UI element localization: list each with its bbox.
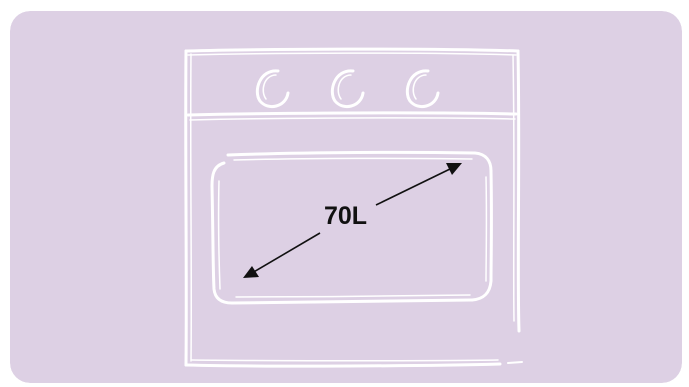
- capacity-arrow: [243, 163, 462, 278]
- oven-icon: [10, 11, 682, 383]
- oven-knob-middle: [330, 69, 365, 109]
- oven-window: [210, 150, 493, 305]
- card-background: [10, 11, 682, 383]
- capacity-label: 70L: [324, 202, 368, 230]
- oven-knob-left: [255, 69, 290, 109]
- arrowhead-bottom-left: [243, 266, 259, 278]
- oven-knob-right: [405, 69, 440, 109]
- arrowhead-top-right: [446, 163, 462, 175]
- illustration-card: 70L: [10, 11, 682, 383]
- control-panel-divider: [186, 111, 518, 121]
- oven-body: [184, 47, 523, 368]
